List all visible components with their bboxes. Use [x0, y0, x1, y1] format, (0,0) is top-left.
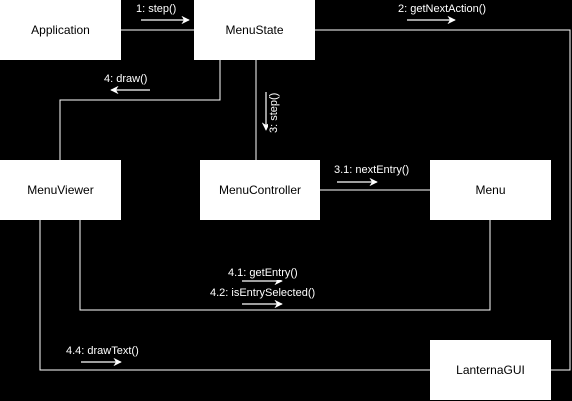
link-menustate-menuviewer [59, 60, 221, 160]
message-arrows [81, 15, 456, 367]
label-get-next-action: 2: getNextAction() [398, 3, 487, 16]
node-menu-viewer: MenuViewer [0, 160, 121, 220]
label-step-3: 3: step() [268, 92, 281, 133]
label-is-entry-selected: 4.2: isEntrySelected() [210, 287, 316, 300]
link-menuviewer-lanternagui [39, 220, 430, 371]
label-get-entry: 4.1: getEntry() [228, 267, 298, 280]
label-next-entry: 3.1: nextEntry() [334, 164, 410, 177]
label-draw: 4: draw() [104, 73, 148, 86]
node-lanterna-gui: LanternaGUI [430, 340, 551, 400]
label-draw-text: 4.4: drawText() [66, 345, 139, 358]
connectors [39, 29, 571, 371]
link-menuviewer-menu [79, 220, 491, 311]
link-menustate-lanternagui [315, 29, 571, 371]
label-step-1: 1: step() [136, 3, 177, 16]
node-application: Application [0, 0, 121, 60]
node-menu: Menu [430, 160, 551, 220]
node-menu-state: MenuState [194, 0, 315, 60]
node-menu-controller: MenuController [200, 160, 320, 220]
